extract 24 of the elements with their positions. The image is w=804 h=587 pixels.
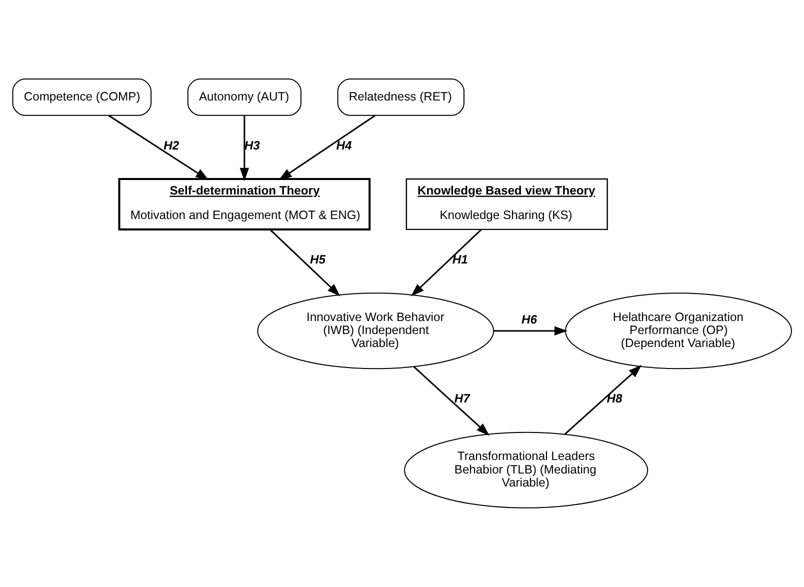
node-box: Self-determination Theory Motivation and Engagement (MOT & ENG) <box>118 178 371 230</box>
arrow <box>108 114 209 180</box>
node-box: Knowledge Based view Theory Knowledge Sharing (KS) <box>406 178 608 230</box>
edge-label: H6 <box>521 312 537 326</box>
node-ellipse: Helathcare Organization Performance (OP) (Dependent Variable) <box>564 292 792 370</box>
edge-label: H3 <box>244 138 260 152</box>
node-box: Competence (COMP) <box>12 78 152 116</box>
arrow <box>278 114 376 180</box>
node-ellipse: Innovative Work Behavior (IWB) (Independent Variable) <box>257 292 494 370</box>
arrow <box>413 366 490 436</box>
node-box: Relatedness (RET) <box>337 78 464 116</box>
arrow <box>494 326 568 336</box>
arrow <box>270 229 340 296</box>
arrow <box>410 229 482 296</box>
node-box: Autonomy (AUT) <box>187 78 302 116</box>
node-ellipse: Transformational Leaders Behabior (TLB) (Mediating Variable) <box>404 432 648 508</box>
edge-label: H5 <box>310 252 326 266</box>
arrow <box>564 364 642 435</box>
arrow <box>240 116 250 182</box>
edge-label: H8 <box>606 392 622 406</box>
edge-label: H7 <box>454 392 470 406</box>
edge-label: H1 <box>452 252 468 266</box>
edge-label: H2 <box>164 138 180 152</box>
edge-label: H4 <box>336 138 352 152</box>
